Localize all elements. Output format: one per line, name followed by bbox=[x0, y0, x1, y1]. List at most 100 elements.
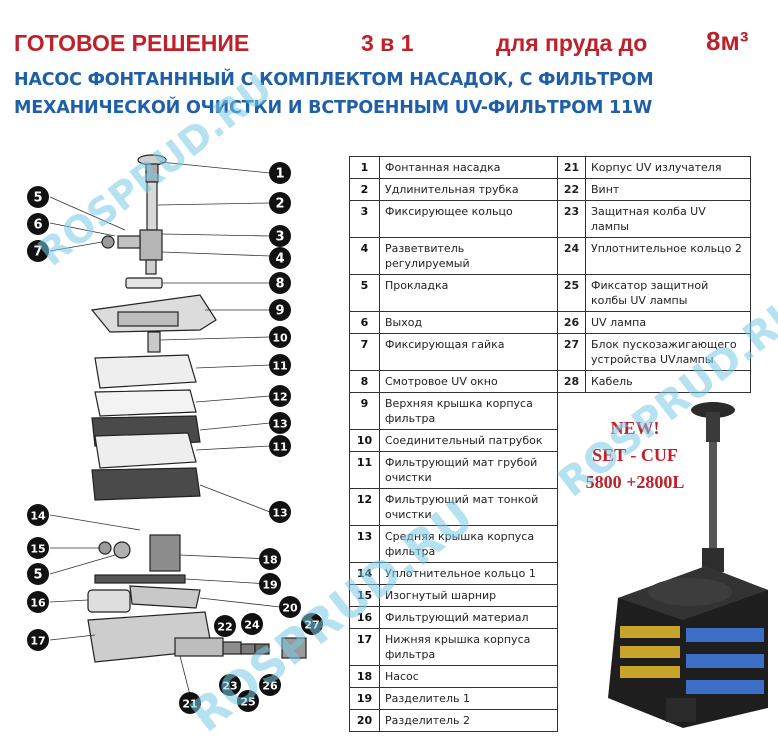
extension-tube-shape bbox=[146, 181, 158, 231]
callout-4: 4 bbox=[275, 252, 284, 267]
part-number: 22 bbox=[557, 178, 586, 201]
part-label: Изогнутый шарнир bbox=[379, 584, 558, 607]
part-number: 14 bbox=[349, 562, 380, 585]
pump-shape bbox=[149, 534, 181, 572]
middle-cover-shape-2 bbox=[91, 467, 201, 501]
coarse-mat-shape-1 bbox=[94, 354, 197, 389]
fountain-nozzle-stem bbox=[145, 163, 159, 183]
badge-new: NEW! bbox=[610, 418, 660, 438]
table-row: 5 Прокладка 25 Фиксатор защитной колбы U… bbox=[349, 274, 751, 312]
callout-8: 8 bbox=[275, 277, 284, 292]
part-number: 3 bbox=[349, 200, 380, 238]
callout-16: 16 bbox=[30, 597, 46, 610]
filter-material-shape bbox=[87, 589, 131, 613]
part-label: Фиксирующая гайка bbox=[379, 333, 558, 371]
part-number: 2 bbox=[349, 178, 380, 201]
part-number: 4 bbox=[349, 237, 380, 275]
part-label: Смотровое UV окно bbox=[379, 370, 558, 393]
part-label: Насос bbox=[379, 665, 558, 688]
uv-housing-shape bbox=[174, 637, 224, 657]
callout-26: 26 bbox=[262, 680, 278, 693]
part-number: 25 bbox=[557, 274, 586, 312]
part-number: 24 bbox=[557, 237, 586, 275]
part-number: 9 bbox=[349, 392, 380, 430]
table-row: 1 Фонтанная насадка 21 Корпус UV излучат… bbox=[349, 156, 751, 179]
ballast-shape bbox=[281, 637, 307, 659]
callout-27: 27 bbox=[304, 619, 319, 632]
uv-window-shape bbox=[125, 277, 163, 289]
part-label: Разделитель 2 bbox=[379, 709, 558, 732]
connecting-pipe-shape bbox=[147, 331, 161, 353]
exploded-view-diagram: 1 2 3 4 5 6 7 8 9 10 11 12 13 11 13 14 1… bbox=[27, 154, 323, 714]
part-label: Выход bbox=[379, 311, 558, 334]
header-title-ready-solution: ГОТОВОЕ РЕШЕНИЕ bbox=[14, 30, 250, 56]
callout-18: 18 bbox=[262, 554, 277, 567]
table-row: 6 Выход 26 UV лампа bbox=[349, 311, 751, 334]
part-number: 19 bbox=[349, 687, 380, 710]
part-label: Кабель bbox=[585, 370, 751, 393]
table-row: 19 Разделитель 1 bbox=[349, 687, 751, 710]
part-label: Уплотнительное кольцо 1 bbox=[379, 562, 558, 585]
part-label: Уплотнительное кольцо 2 bbox=[585, 237, 751, 275]
table-row: 10 Соединительный патрубок bbox=[349, 429, 751, 452]
badge-capacity: 5800 +2800L bbox=[585, 472, 685, 492]
callout-25: 25 bbox=[240, 696, 255, 709]
part-number: 12 bbox=[349, 488, 380, 526]
table-row: 14 Уплотнительное кольцо 1 bbox=[349, 562, 751, 585]
part-number: 11 bbox=[349, 451, 380, 489]
part-label: Блок пускозажигающего устройства UVлампы bbox=[585, 333, 751, 371]
callout-22: 22 bbox=[217, 621, 232, 634]
separator-1-shape bbox=[94, 574, 186, 584]
callout-9: 9 bbox=[275, 304, 284, 319]
callout-24: 24 bbox=[244, 619, 260, 632]
callout-19: 19 bbox=[262, 579, 277, 592]
part-number: 17 bbox=[349, 628, 380, 666]
splitter-shape bbox=[139, 229, 163, 261]
part-number: 16 bbox=[349, 606, 380, 629]
part-label: Фильтрующий мат грубой очистки bbox=[379, 451, 558, 489]
callout-6: 6 bbox=[33, 218, 42, 233]
part-number: 6 bbox=[349, 311, 380, 334]
callout-14: 14 bbox=[30, 510, 46, 523]
part-label: Фиксирующее кольцо bbox=[379, 200, 558, 238]
callout-23: 23 bbox=[222, 680, 237, 693]
part-number: 23 bbox=[557, 200, 586, 238]
callout-10: 10 bbox=[272, 332, 288, 345]
fine-mat-shape bbox=[94, 389, 197, 417]
table-row: 12 Фильтрующий мат тонкой очистки bbox=[349, 488, 751, 526]
header-title-volume: 8м³ bbox=[706, 26, 749, 56]
header-subtitle-line1: НАСОС ФОНТАНННЫЙ С КОМПЛЕКТОМ НАСАДОК, С… bbox=[14, 70, 654, 90]
part-label: Защитная колба UV лампы bbox=[585, 200, 751, 238]
part-number: 15 bbox=[349, 584, 380, 607]
part-label: Средняя крышка корпуса фильтра bbox=[379, 525, 558, 563]
callout-13b: 13 bbox=[272, 507, 287, 520]
table-row: 3 Фиксирующее кольцо 23 Защитная колба U… bbox=[349, 200, 751, 238]
part-label: Удлинительная трубка bbox=[379, 178, 558, 201]
callout-17: 17 bbox=[30, 635, 45, 648]
callout-markers: 1 2 3 4 5 6 7 8 9 10 11 12 13 11 13 14 1… bbox=[27, 162, 323, 714]
part-label: Фиксатор защитной колбы UV лампы bbox=[585, 274, 751, 312]
part-label: Прокладка bbox=[379, 274, 558, 312]
badge-model: SET - CUF bbox=[592, 445, 678, 465]
table-row: 13 Средняя крышка корпуса фильтра bbox=[349, 525, 751, 563]
part-number: 28 bbox=[557, 370, 586, 393]
table-row: 8 Смотровое UV окно 28 Кабель bbox=[349, 370, 751, 393]
callout-11: 11 bbox=[272, 360, 287, 373]
part-number: 10 bbox=[349, 429, 380, 452]
table-row: 15 Изогнутый шарнир bbox=[349, 584, 751, 607]
callout-21: 21 bbox=[182, 698, 197, 711]
callout-2: 2 bbox=[275, 197, 284, 212]
callout-5: 5 bbox=[33, 191, 42, 206]
part-label: Соединительный патрубок bbox=[379, 429, 558, 452]
header-subtitle-line2: МЕХАНИЧЕСКОЙ ОЧИСТКИ И ВСТРОЕННЫМ UV-ФИЛ… bbox=[14, 98, 653, 118]
part-number: 27 bbox=[557, 333, 586, 371]
header-title-pond-upto: для пруда до bbox=[496, 30, 648, 56]
callout-5b: 5 bbox=[33, 568, 42, 583]
part-label: Разделитель 1 bbox=[379, 687, 558, 710]
table-row: 20 Разделитель 2 bbox=[349, 709, 751, 732]
part-number: 1 bbox=[349, 156, 380, 179]
callout-7: 7 bbox=[33, 245, 42, 260]
callout-13: 13 bbox=[272, 418, 287, 431]
part-number: 20 bbox=[349, 709, 380, 732]
part-label: Корпус UV излучателя bbox=[585, 156, 751, 179]
